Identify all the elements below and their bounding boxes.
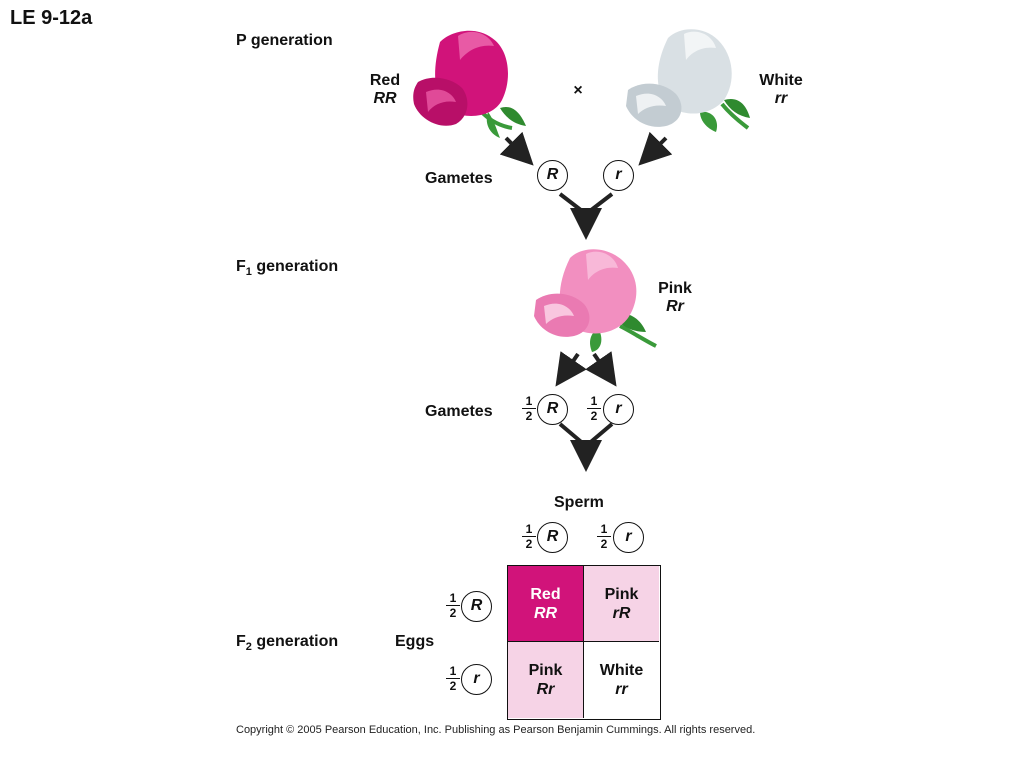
sperm-R: R [537, 522, 568, 553]
p-generation-label: P generation [236, 32, 333, 49]
gamete-R-p: R [537, 160, 568, 191]
pink-flower-illustration [534, 249, 657, 352]
gametes-label-1: Gametes [425, 170, 493, 187]
f2-generation-label: F2 generation [236, 633, 339, 654]
slide-title: LE 9-12a [10, 7, 93, 29]
red-flower-illustration [413, 30, 526, 138]
gamete-join-1 [558, 192, 614, 217]
gamete-r-f1: r [603, 394, 634, 425]
arrow-white-to-gamete [638, 131, 673, 166]
egg-r: r [461, 664, 492, 695]
eggs-label: Eggs [395, 633, 435, 650]
egg-R: R [461, 591, 492, 622]
gametes-label-2: Gametes [425, 403, 493, 420]
arrow-f1-to-gamete-R [555, 351, 587, 387]
arrow-f1-to-gamete-r [585, 351, 617, 387]
gamete-R-f1: R [537, 394, 568, 425]
arrow-red-to-gamete [499, 131, 534, 166]
f1-generation-label: F1 generation [236, 258, 339, 279]
copyright-notice: Copyright © 2005 Pearson Education, Inc.… [236, 724, 756, 736]
cross-symbol: × [573, 82, 582, 99]
sperm-label: Sperm [554, 494, 604, 511]
gamete-join-2 [558, 422, 614, 449]
gamete-r-p: r [603, 160, 634, 191]
sperm-r: r [613, 522, 644, 553]
white-flower-illustration [626, 29, 750, 132]
